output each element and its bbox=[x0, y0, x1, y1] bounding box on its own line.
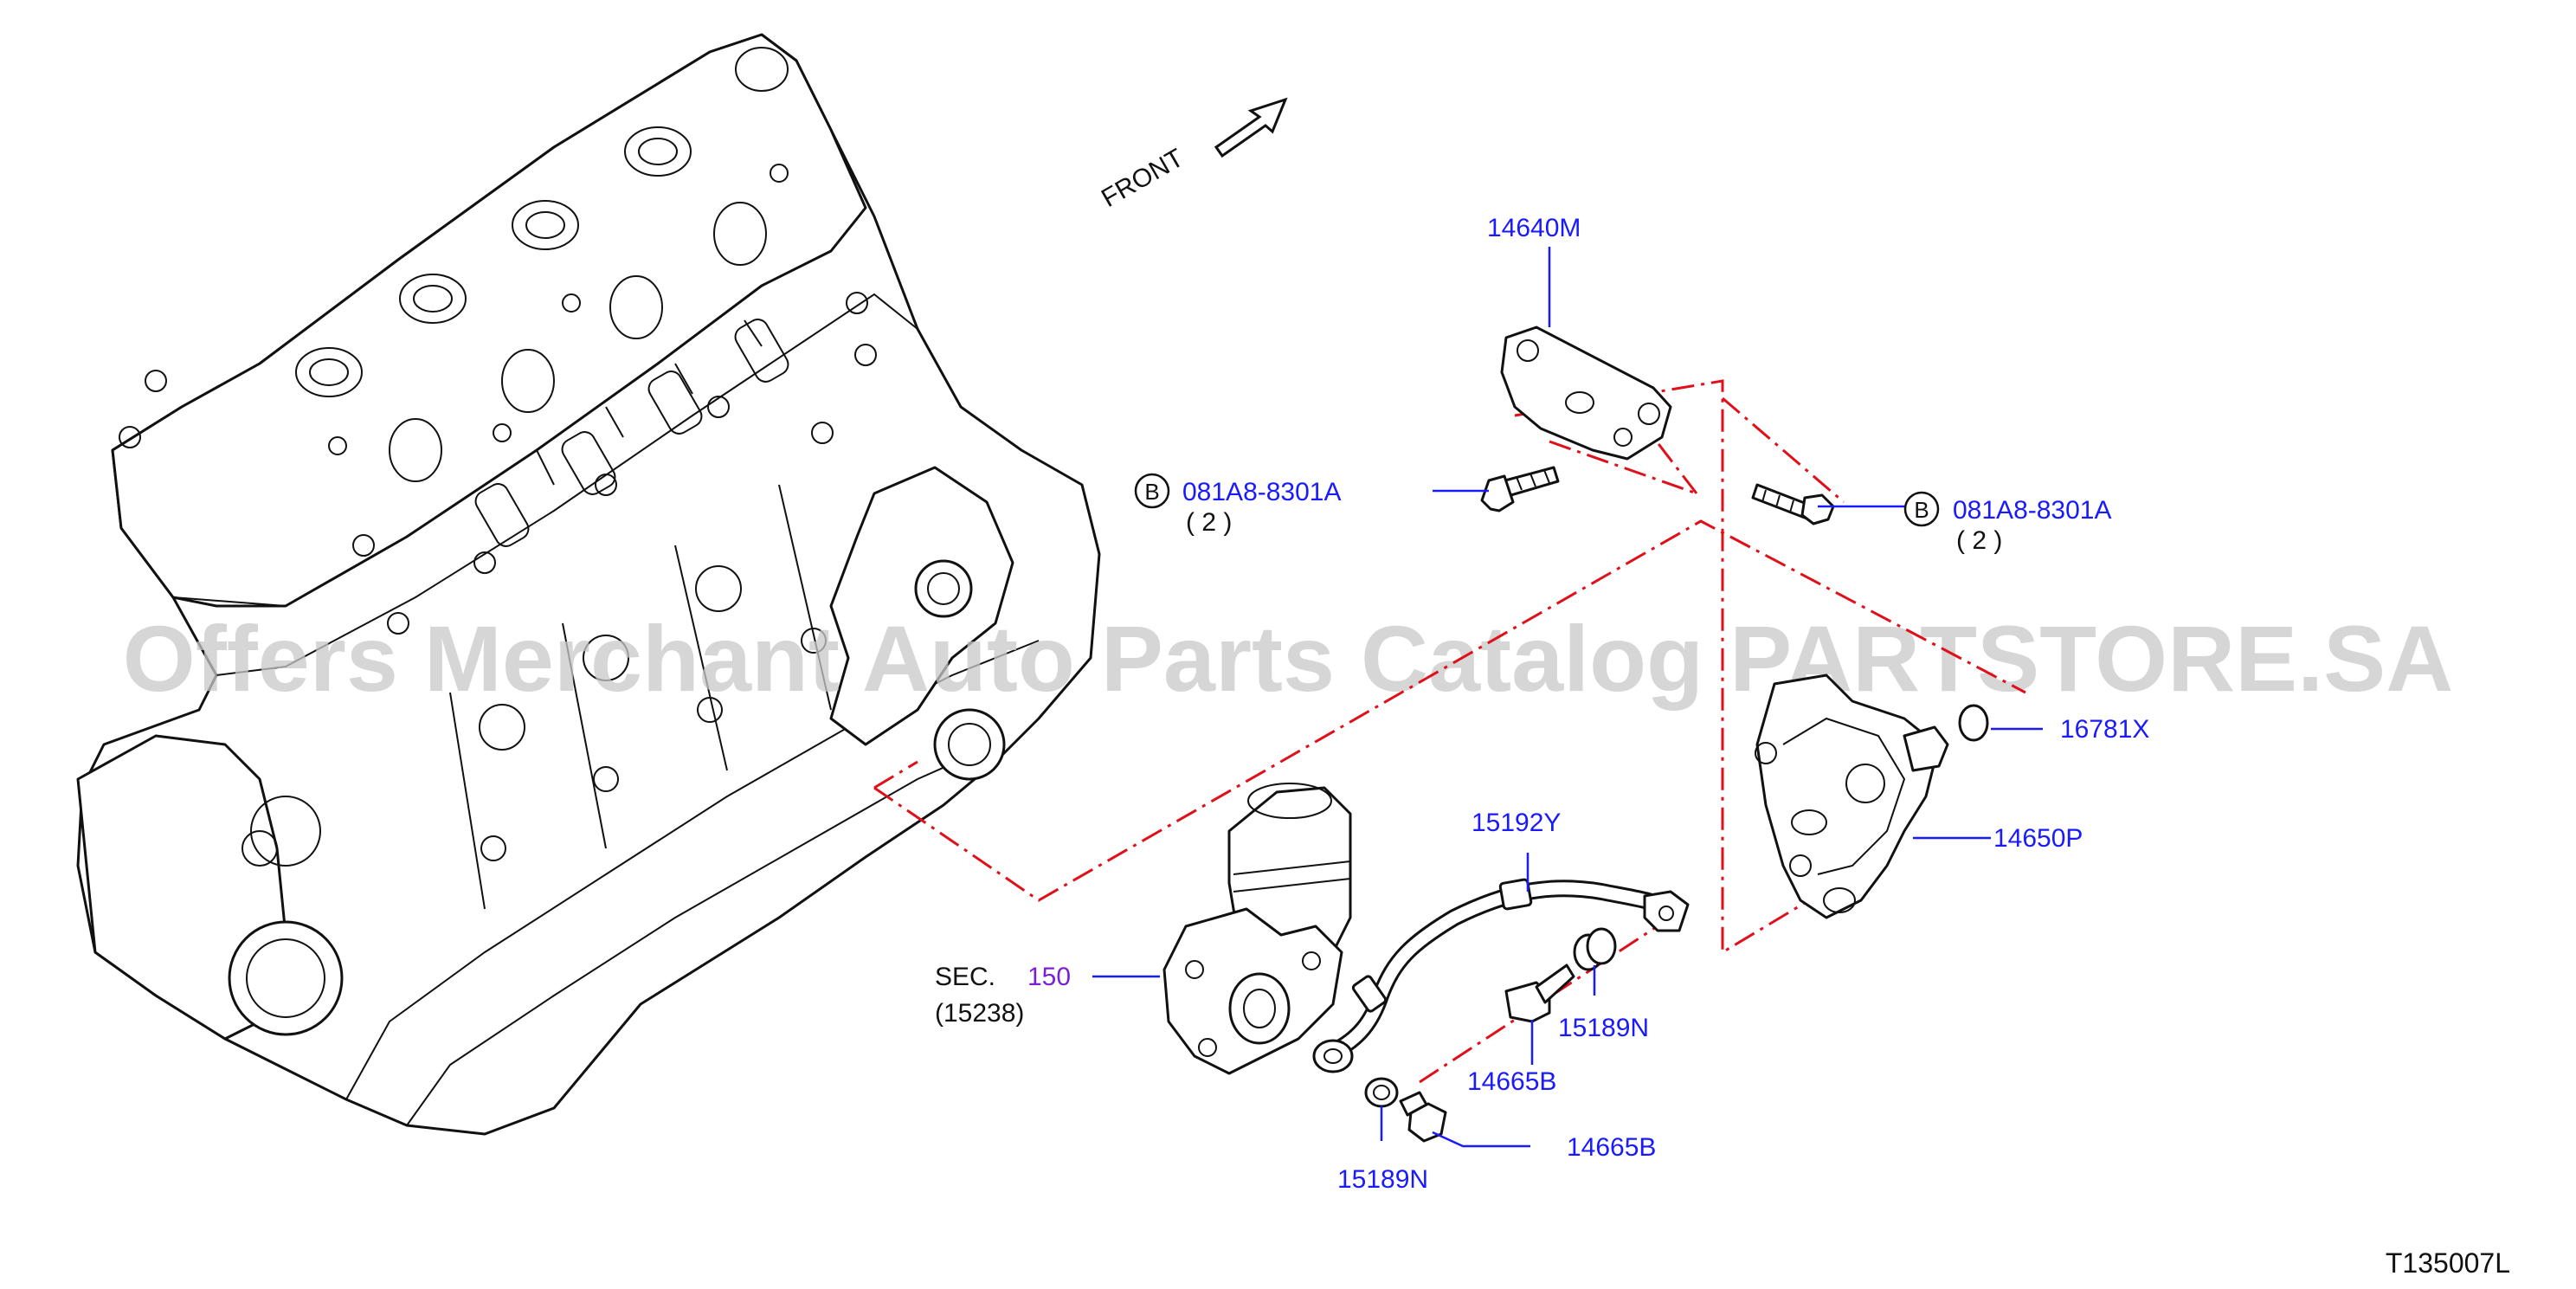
callout-oil-tube: 15192Y bbox=[1472, 809, 1561, 837]
section-prefix: SEC. bbox=[935, 963, 995, 991]
bolt-left-drawing bbox=[1480, 466, 1560, 512]
bolt-right-badge: B bbox=[1914, 497, 1929, 523]
badge-b-icon bbox=[1134, 473, 1170, 509]
callout-vacuum-pump: 14650P bbox=[1993, 824, 2083, 853]
callout-eye-bolt-lower: 14665B bbox=[1567, 1133, 1656, 1162]
bolt-right-code: 081A8-8301A bbox=[1953, 496, 2112, 525]
leader-lines bbox=[1092, 247, 2043, 1148]
oil-tube-drawing bbox=[1312, 878, 1690, 1073]
washer-lower-drawing bbox=[1364, 1077, 1399, 1108]
callout-eye-bolt-upper: 14665B bbox=[1467, 1067, 1556, 1096]
eye-bolt-lower-drawing bbox=[1399, 1091, 1447, 1143]
section-reference: SEC. 150 (15238) bbox=[935, 963, 1071, 1028]
bolt-left-qty: ( 2 ) bbox=[1186, 508, 1232, 537]
engine-assembly-drawing bbox=[76, 33, 1101, 1136]
section-number-link[interactable]: 150 bbox=[1027, 963, 1071, 991]
eye-bolt-upper-drawing bbox=[1504, 964, 1575, 1023]
front-label: FRONT bbox=[1097, 144, 1188, 213]
bracket-part-drawing bbox=[1500, 325, 1672, 461]
bolt-left-badge: B bbox=[1144, 479, 1159, 505]
watermark-text: Offers Merchant Auto Parts Catalog PARTS… bbox=[123, 606, 2453, 711]
callout-bolt-right: B 081A8-8301A ( 2 ) bbox=[1903, 491, 2112, 555]
diagram-code: T135007L bbox=[2386, 1247, 2510, 1279]
oil-filter-assembly-drawing bbox=[1162, 783, 1352, 1075]
callout-washer-lower: 15189N bbox=[1337, 1165, 1428, 1194]
front-arrow-icon bbox=[1214, 97, 1288, 158]
callout-bracket: 14640M bbox=[1487, 214, 1581, 242]
callout-bolt-left: B 081A8-8301A ( 2 ) bbox=[1134, 473, 1342, 537]
badge-b-icon bbox=[1903, 491, 1940, 527]
bolt-right-qty: ( 2 ) bbox=[1956, 526, 2002, 555]
bolt-right-drawing bbox=[1751, 483, 1835, 525]
vacuum-pump-drawing bbox=[1755, 674, 1949, 919]
washer-upper-drawing bbox=[1573, 927, 1617, 971]
front-direction-indicator: FRONT bbox=[1097, 97, 1288, 213]
callout-washer-upper: 15189N bbox=[1558, 1014, 1649, 1042]
o-ring-drawing bbox=[1958, 704, 1989, 742]
callout-o-ring: 16781X bbox=[2060, 715, 2149, 744]
bolt-left-code: 081A8-8301A bbox=[1182, 478, 1342, 506]
section-subref: (15238) bbox=[935, 999, 1024, 1028]
